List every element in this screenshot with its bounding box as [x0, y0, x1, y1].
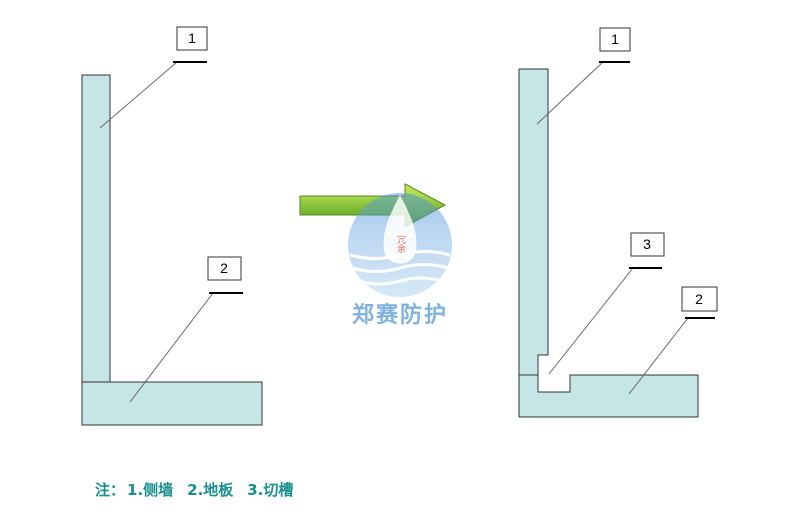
right-label-2: 2 [695, 291, 703, 307]
right-wall-and-floor [518, 68, 699, 418]
watermark-brand: 郑赛防护 [352, 302, 448, 328]
right-label-1-box [599, 27, 631, 52]
right-leader-1 [536, 61, 604, 125]
legend-note: 注：1.侧墙 2.地板 3.切槽 [95, 479, 307, 500]
left-leader-1 [99, 61, 178, 129]
right-figure: 1 3 2 [518, 27, 718, 418]
left-label-1-box [176, 26, 208, 51]
left-label-1: 1 [188, 30, 196, 46]
left-leader-2 [129, 292, 214, 403]
right-leader-3 [548, 267, 634, 375]
right-label-3-box [630, 232, 665, 257]
right-leader-2 [628, 317, 689, 395]
note-prefix: 注： [95, 481, 126, 499]
right-label-3: 3 [643, 236, 651, 252]
note-item-1: 1.侧墙 [127, 481, 174, 499]
left-figure: 1 2 [81, 26, 263, 426]
left-label-2-box [207, 256, 242, 281]
left-floor [81, 381, 263, 426]
right-label-2-box [681, 286, 718, 312]
note-item-2: 2.地板 [187, 481, 234, 499]
right-label-1: 1 [611, 31, 619, 47]
note-item-3: 3.切槽 [247, 481, 294, 499]
logo-glyphs: 冗余 [395, 235, 406, 254]
left-wall [81, 74, 111, 383]
water-drop-logo-icon: 冗余 [348, 193, 452, 297]
left-label-2: 2 [220, 260, 228, 276]
